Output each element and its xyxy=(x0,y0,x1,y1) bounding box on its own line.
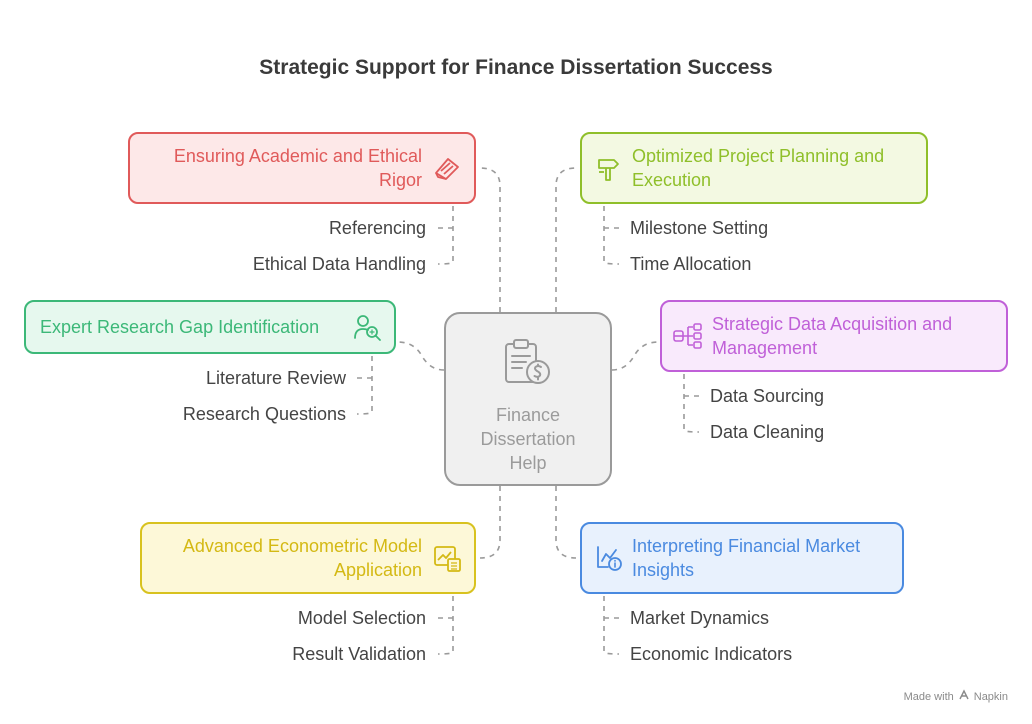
sub-item: Economic Indicators xyxy=(630,644,793,664)
sub-connector-econometric xyxy=(437,596,454,655)
branch-label: Ensuring Academic and Ethical Rigor xyxy=(173,146,422,190)
connector-research xyxy=(397,341,445,371)
book-icon xyxy=(430,151,464,185)
sub-item: Research Questions xyxy=(182,404,346,424)
market-info-icon xyxy=(592,541,626,575)
branch-label: Strategic Data Acquisition and Managemen… xyxy=(712,314,953,358)
sub-item: Data Cleaning xyxy=(710,422,825,442)
diagram-title: Strategic Support for Finance Dissertati… xyxy=(259,56,773,79)
branch-label: Expert Research Gap Identification xyxy=(40,317,320,337)
branch-label: Optimized Project Planning and Execution xyxy=(632,146,885,190)
sub-item: Market Dynamics xyxy=(630,608,770,628)
branch-card-data: Strategic Data Acquisition and Managemen… xyxy=(660,300,1008,372)
sub-connector-planning xyxy=(603,206,620,265)
connector-market xyxy=(555,486,577,559)
sub-item: Referencing xyxy=(328,218,426,238)
footer-credit: Made with Napkin xyxy=(904,689,1008,704)
chart-calculator-icon xyxy=(430,541,464,575)
sub-item: Milestone Setting xyxy=(630,218,769,238)
footer-brand: Napkin xyxy=(973,690,1008,703)
branch-card-planning: Optimized Project Planning and Execution xyxy=(580,132,928,204)
branch-card-research: Expert Research Gap Identification xyxy=(24,300,396,354)
branch-label: Interpreting Financial Market Insights xyxy=(632,536,861,580)
sub-connector-academic xyxy=(437,206,454,265)
sub-connector-data xyxy=(683,374,700,433)
branch-card-econometric: Advanced Econometric Model Application xyxy=(140,522,476,594)
napkin-logo-icon xyxy=(958,689,970,704)
sub-item: Ethical Data Handling xyxy=(252,254,426,274)
center-node: Finance Dissertation Help xyxy=(444,312,612,486)
clipboard-dollar-icon xyxy=(502,338,554,393)
connector-academic xyxy=(479,167,501,312)
branch-card-market: Interpreting Financial Market Insights xyxy=(580,522,904,594)
branch-card-academic: Ensuring Academic and Ethical Rigor xyxy=(128,132,476,204)
center-label: Finance Dissertation Help xyxy=(480,405,576,473)
branch-label: Advanced Econometric Model Application xyxy=(182,536,422,580)
sub-connector-market xyxy=(603,596,620,655)
sub-connector-research xyxy=(356,356,373,415)
connector-econometric xyxy=(479,486,501,559)
person-search-icon xyxy=(350,310,384,344)
sub-item: Result Validation xyxy=(292,644,426,664)
sub-item: Model Selection xyxy=(297,608,426,628)
connector-planning xyxy=(555,167,577,312)
database-flow-icon xyxy=(672,319,706,353)
sub-item: Literature Review xyxy=(205,368,346,388)
footer-text: Made with xyxy=(903,690,954,703)
signpost-icon xyxy=(592,151,626,185)
sub-item: Data Sourcing xyxy=(710,386,825,406)
connector-data xyxy=(611,341,659,371)
sub-item: Time Allocation xyxy=(630,254,752,274)
